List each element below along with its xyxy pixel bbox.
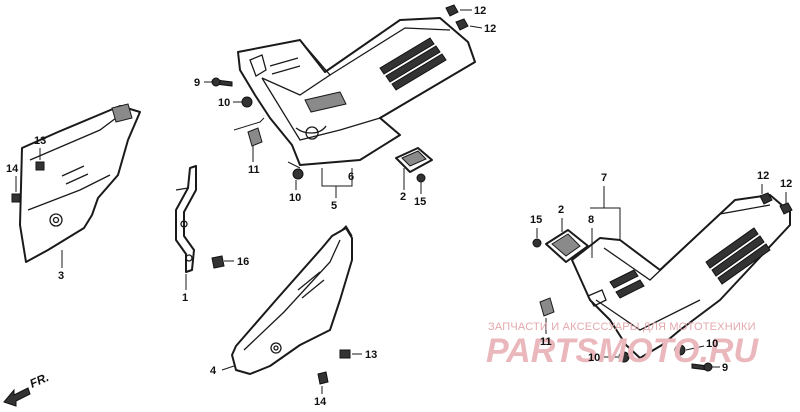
callout-2: 2 bbox=[558, 204, 564, 216]
callout-13: 13 bbox=[365, 349, 377, 361]
nut-15b bbox=[532, 238, 542, 248]
leader-lines bbox=[15, 9, 787, 394]
hardware-fasteners bbox=[11, 4, 793, 385]
fr-label: FR. bbox=[28, 370, 51, 391]
callout-9: 9 bbox=[194, 77, 200, 89]
callout-12: 12 bbox=[757, 170, 769, 182]
callout-12: 12 bbox=[474, 5, 486, 17]
callout-14: 14 bbox=[6, 163, 19, 175]
grommet-11a bbox=[247, 127, 263, 147]
callout-11: 11 bbox=[540, 336, 552, 348]
callout-11: 11 bbox=[248, 164, 260, 176]
callout-12: 12 bbox=[484, 23, 496, 35]
grommet-part-2-upper bbox=[395, 147, 433, 173]
callout-2: 2 bbox=[400, 191, 406, 203]
right-side-cover-part-7 bbox=[571, 194, 791, 359]
callout-4: 4 bbox=[210, 365, 217, 377]
callout-15: 15 bbox=[414, 196, 426, 208]
callout-16: 16 bbox=[237, 256, 249, 268]
callout-12: 12 bbox=[780, 178, 792, 190]
grommet-part-2-right bbox=[545, 229, 589, 263]
callout-8: 8 bbox=[588, 214, 594, 226]
left-side-cover-part-3 bbox=[19, 103, 141, 263]
upper-side-cover-assembly bbox=[237, 17, 476, 166]
bolt-16 bbox=[211, 255, 225, 269]
nut-10c bbox=[618, 351, 630, 363]
clip-12a bbox=[445, 4, 459, 17]
callout-9: 9 bbox=[722, 362, 728, 374]
bracket-part-1 bbox=[175, 165, 197, 273]
lower-side-cover-part-4 bbox=[231, 224, 353, 375]
callout-13: 13 bbox=[34, 135, 46, 147]
callout-6: 6 bbox=[348, 171, 354, 183]
clip-12c bbox=[759, 192, 773, 205]
front-direction-arrow: FR. bbox=[3, 370, 51, 407]
callout-10: 10 bbox=[289, 192, 301, 204]
callout-labels: 12 12 9 10 11 10 6 5 2 15 13 14 3 16 1 1… bbox=[6, 5, 792, 408]
nut-10b bbox=[292, 168, 304, 180]
clip-12d bbox=[779, 202, 793, 215]
clip-12b bbox=[455, 18, 469, 31]
callout-10: 10 bbox=[218, 97, 230, 109]
callout-5: 5 bbox=[331, 200, 337, 212]
callout-15: 15 bbox=[530, 214, 542, 226]
callout-14: 14 bbox=[314, 396, 327, 408]
watermark: ЗАПЧАСТИ И АКСЕССУАРЫ ДЛЯ МОТОТЕХНИКИ PA… bbox=[486, 321, 759, 370]
bolt-14a bbox=[11, 193, 21, 203]
nut-15a bbox=[416, 173, 426, 183]
bolt-13b bbox=[339, 349, 351, 359]
bolt-13a bbox=[35, 161, 45, 171]
callout-3: 3 bbox=[58, 270, 64, 282]
grommet-11b bbox=[539, 297, 555, 317]
callout-1: 1 bbox=[182, 292, 188, 304]
watermark-subtitle: ЗАПЧАСТИ И АКСЕССУАРЫ ДЛЯ МОТОТЕХНИКИ bbox=[488, 321, 756, 333]
vent-slots-upper bbox=[379, 37, 447, 91]
bolt-14b bbox=[317, 371, 329, 385]
callout-10: 10 bbox=[706, 338, 718, 350]
callout-7: 7 bbox=[601, 172, 607, 184]
callout-10: 10 bbox=[588, 352, 600, 364]
vent-slots-right bbox=[705, 227, 771, 285]
watermark-brand: PARTSMOTO.RU bbox=[486, 332, 759, 370]
nut-10d bbox=[674, 344, 686, 356]
nut-10a bbox=[241, 96, 253, 108]
